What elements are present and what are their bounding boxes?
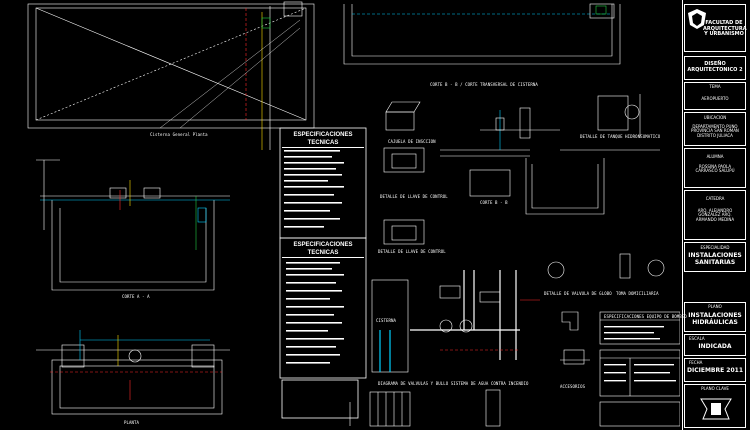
student-name: ROSSINA PAOLA CARRASCO SALUPÚ (695, 164, 735, 174)
field-label-scale: ESCALA (689, 336, 705, 341)
topic-cell: TEMA AEROPUERTO (684, 82, 746, 110)
cistern-section-top (343, 3, 621, 65)
fire-system-diagram (371, 270, 540, 373)
label-cistern-tag: CISTERNA (376, 318, 397, 323)
title-block (682, 0, 750, 430)
hydropneumatic-tank-detail (525, 94, 660, 215)
student-cell: ALUMNA ROSSINA PAOLA CARRASCO SALUPÚ (684, 148, 746, 188)
label-plan-top-left: Cisterna General Planta (150, 132, 208, 137)
location-cell: UBICACION DEPARTAMENTO PUNO PROVINCIA SA… (684, 112, 746, 146)
label-accessories: ACCESORIOS (560, 384, 586, 389)
cistern-section-left (36, 159, 230, 291)
label-globe-valve: DETALLE DE VALVULA DE GLOBO (544, 291, 612, 296)
bottom-pipe-detail (349, 389, 501, 427)
pump-spec-table (599, 311, 680, 427)
label-pump-spec: ESPECIFICACIONES EQUIPO DE BOMBEO (604, 314, 687, 319)
field-label-specialty: ESPECIALIDAD (700, 245, 730, 250)
valve-detail-middle (440, 107, 560, 197)
label-plan-bottom: PLANTA (124, 420, 140, 425)
key-plan-cell: PLANO CLAVE (684, 384, 746, 428)
label-fire-diagram: DIAGRAMA DE VALVULAS Y BULLO SISTEMA DE … (378, 381, 529, 386)
spec-title-1: ESPECIFICACIONES TECNICAS (282, 131, 364, 148)
inspection-box-detail (383, 101, 425, 245)
scale-cell: ESCALA INDICADA (684, 334, 746, 356)
field-label-date: FECHA (689, 360, 703, 365)
field-label-sheet: PLANO (708, 304, 722, 309)
specialty-cell: ESPECIALIDAD INSTALACIONES SANITARIAS (684, 242, 746, 272)
field-label-student: ALUMNA (706, 154, 724, 159)
label-corte-a: CORTE A - A (122, 294, 150, 299)
school-cell: FACULTAD DE ARQUITECTURA Y URBANISMO (684, 4, 747, 52)
label-control-valve-2: DETALLE DE LLAVE DE CONTROL (378, 249, 446, 254)
label-section-top: CORTE B - B / CORTE TRANSVERSAL DE CISTE… (430, 82, 538, 87)
course-label: DISEÑO ARQUITECTONICO 2 (687, 61, 743, 73)
teachers-cell: CATEDRA ARQ. ALEJANDRO GONZALEZ ARQ. ARM… (684, 190, 746, 240)
sheet-cell: PLANO INSTALACIONES HIDRÁULICAS (684, 302, 746, 332)
cistern-plan-bottom-left (36, 330, 230, 415)
spec-title-2: ESPECIFICACIONES TECNICAS (282, 241, 364, 258)
field-label-chair: CATEDRA (705, 196, 725, 201)
label-corte-b: CORTE B - B (480, 200, 508, 205)
date-value: DICIEMBRE 2011 (687, 367, 743, 374)
accessories-detail (547, 253, 665, 365)
cad-drawing-canvas[interactable] (0, 0, 680, 430)
specialty-value: INSTALACIONES SANITARIAS (688, 252, 742, 266)
field-label-location: UBICACION (703, 115, 727, 120)
teacher-names: ARQ. ALEJANDRO GONZALEZ ARQ. ARMANDO MED… (695, 208, 735, 222)
label-house-connection: TOMA DOMICILIARIA (616, 291, 659, 296)
sheet-title: INSTALACIONES HIDRÁULICAS (688, 312, 742, 326)
course-cell: DISEÑO ARQUITECTONICO 2 (684, 56, 746, 80)
location-value: DEPARTAMENTO PUNO PROVINCIA SAN ROMAN DI… (691, 124, 739, 138)
field-label-key-plan: PLANO CLAVE (701, 386, 729, 391)
label-tank-detail: DETALLE DE TANQUE HIDRONEUMATICO (580, 134, 661, 139)
label-control-valve-1: DETALLE DE LLAVE DE CONTROL (380, 194, 448, 199)
label-inspection-box: CAJUELA DE INSCCION (388, 139, 436, 144)
school-name: FACULTAD DE ARQUITECTURA Y URBANISMO (703, 20, 747, 37)
key-plan-icon (700, 398, 732, 420)
cistern-plan-top-left (27, 1, 315, 150)
scale-value: INDICADA (698, 343, 732, 350)
university-seal-icon (688, 9, 706, 29)
field-label-topic: TEMA (709, 84, 721, 89)
project-name: AEROPUERTO (701, 96, 729, 101)
date-cell: FECHA DICIEMBRE 2011 (684, 358, 746, 382)
